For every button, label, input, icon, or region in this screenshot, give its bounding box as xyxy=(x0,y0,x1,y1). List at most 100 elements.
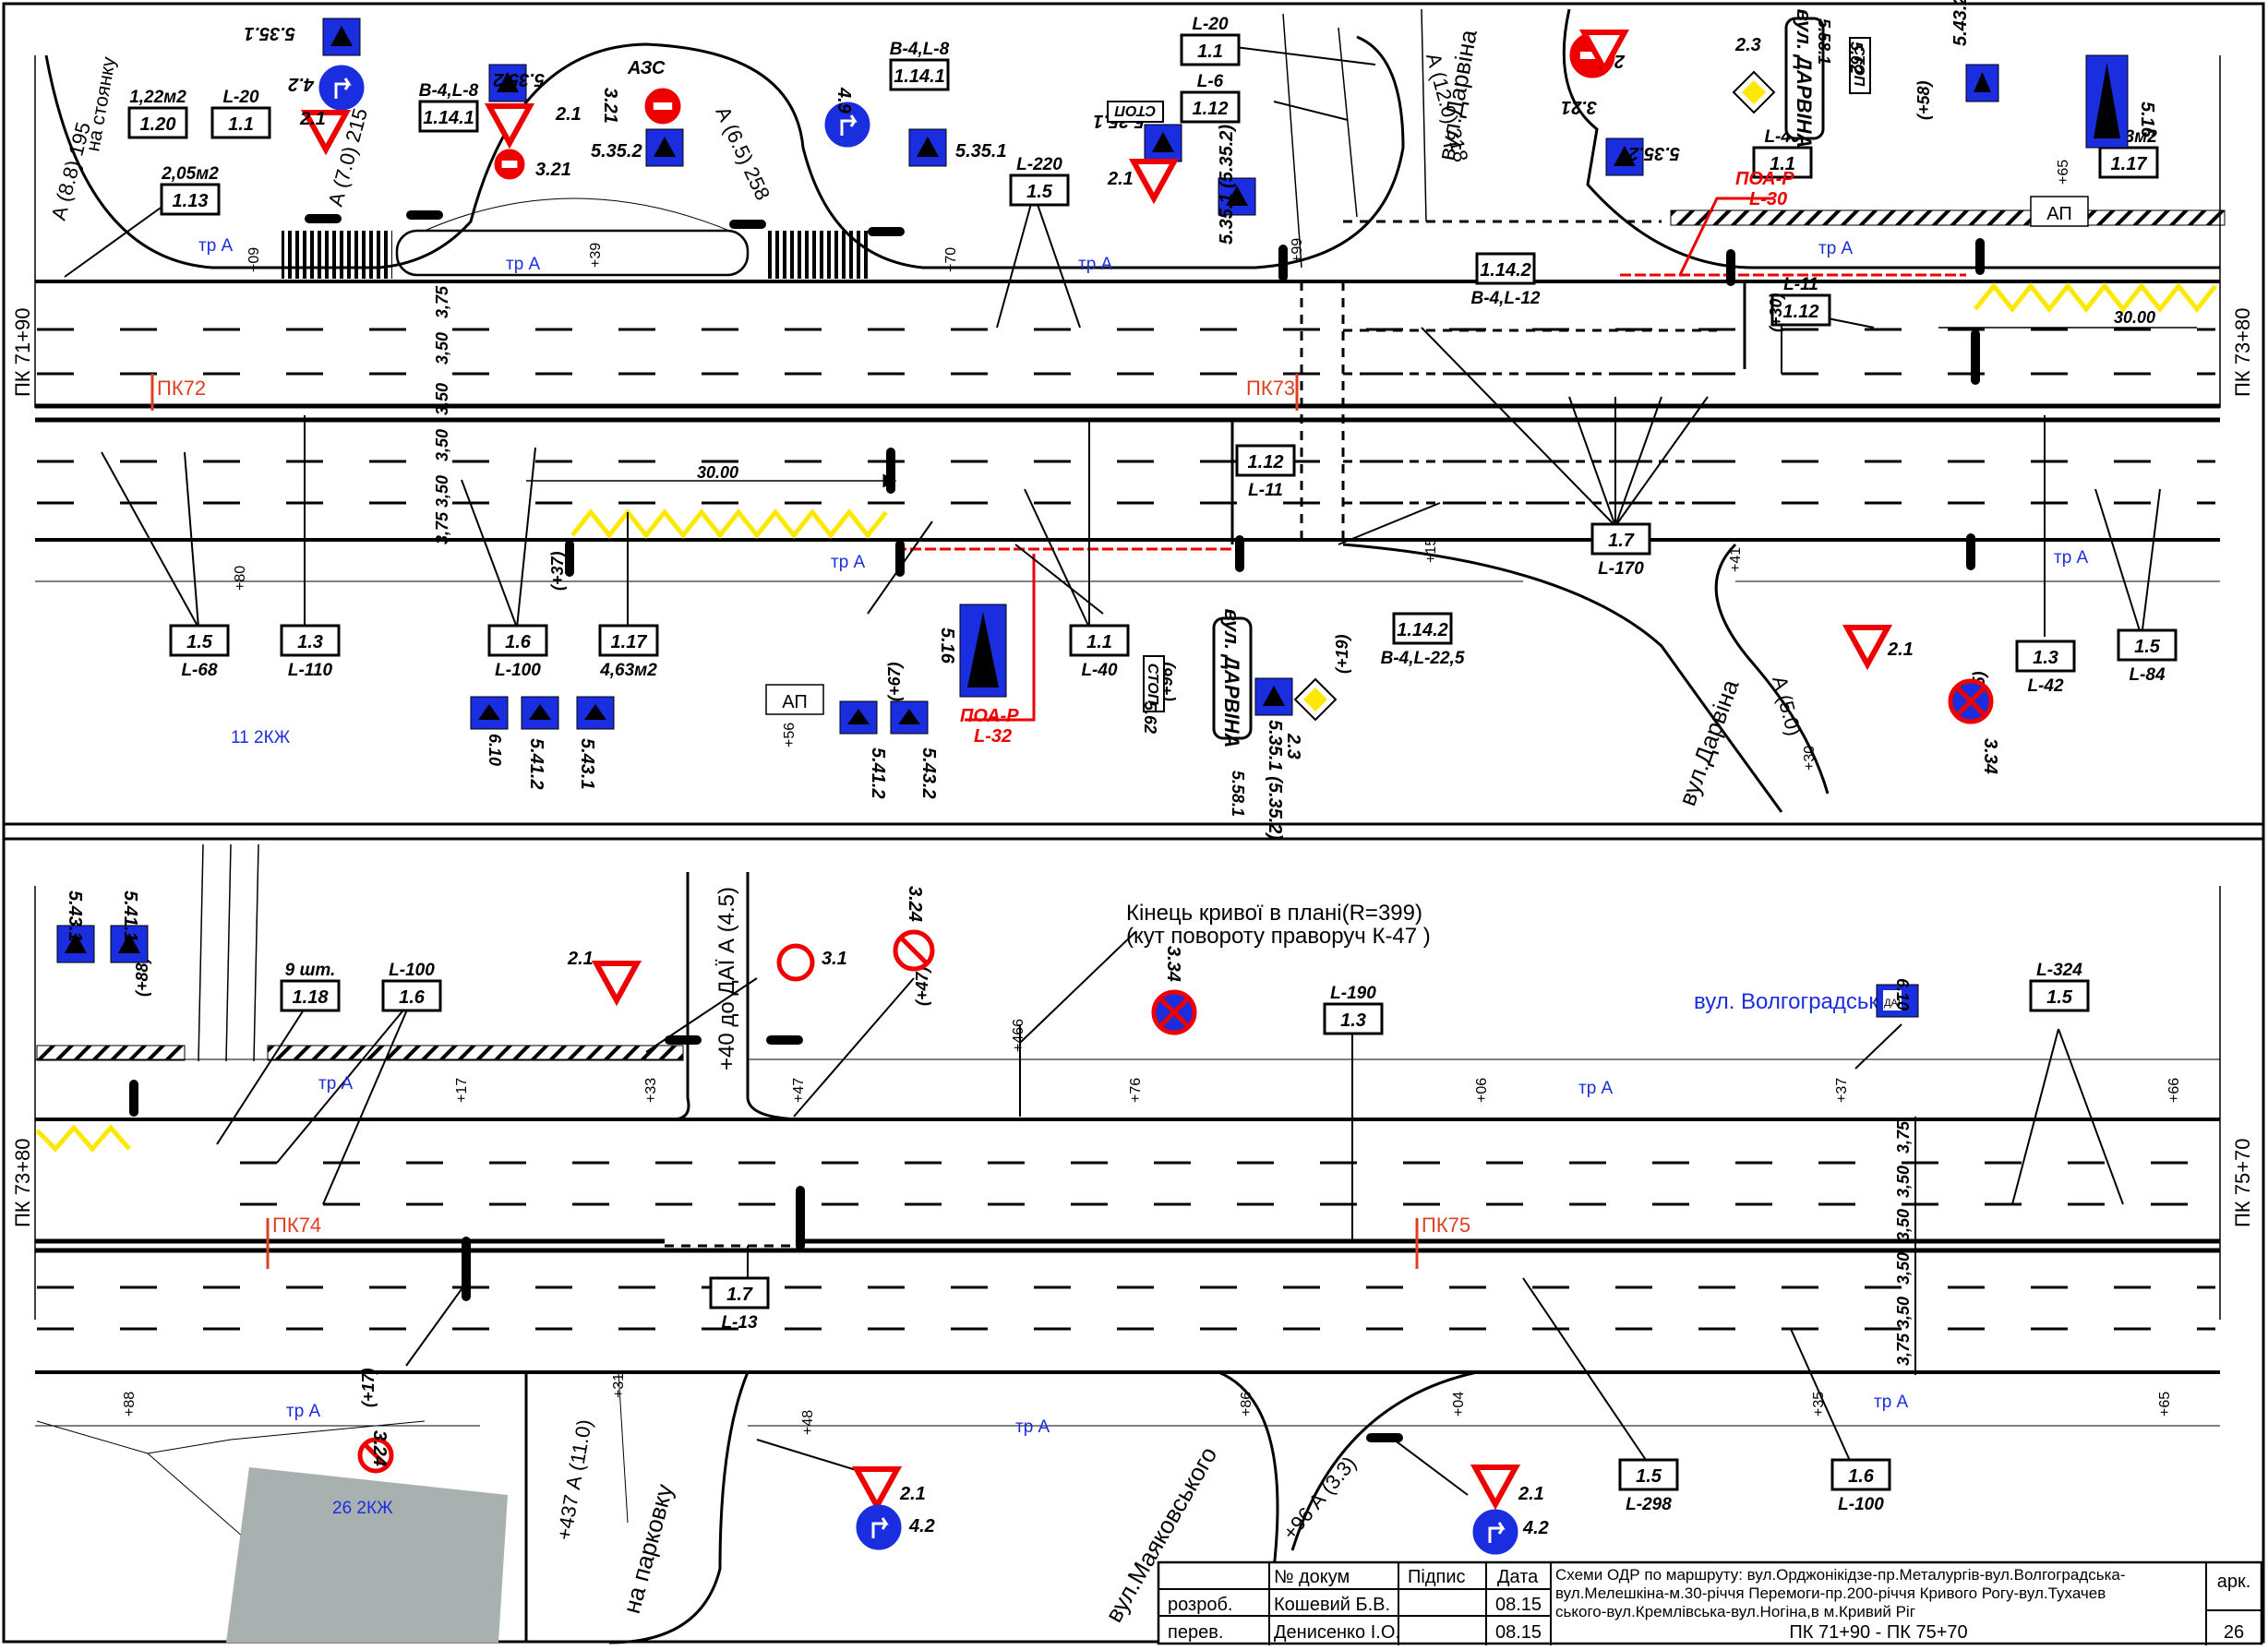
offset-label: +35 xyxy=(1811,1392,1827,1417)
marking-m13b: 1.3L-42 xyxy=(2015,640,2076,696)
sign-code: 2.1 xyxy=(567,949,594,969)
info-sign-icon: 5.35.1 (5.35.2) xyxy=(1217,125,1256,245)
title-range: ПК 71+90 - ПК 75+70 xyxy=(1789,1622,1967,1643)
marking-m16b: 1.6L-100 xyxy=(381,961,442,1012)
marking-code: 1.1 xyxy=(228,114,254,135)
marking-code: 1.12 xyxy=(1783,302,1819,322)
marking-m16c: 1.6L-100 xyxy=(1830,1458,1891,1514)
ap-label: АП xyxy=(2046,204,2072,224)
marking-length: L-84 xyxy=(2129,665,2166,685)
marking-length: L-20 xyxy=(1192,15,1229,34)
poa-code: ПОА-Р xyxy=(1735,169,1794,189)
pk72-label: ПК72 xyxy=(157,377,206,400)
lane-width: 3,75 xyxy=(1894,1120,1913,1154)
marking-length: В-4,L-22,5 xyxy=(1381,649,1465,668)
marking-length: L-190 xyxy=(1330,984,1376,1003)
tram-stop-label: тр А xyxy=(1818,239,1854,258)
lane-width: 3,50 xyxy=(1894,1297,1913,1329)
round-sign-icon: 3.24 xyxy=(357,1430,394,1474)
poa-length: L-30 xyxy=(1749,189,1787,209)
offset-label: +56 xyxy=(782,723,798,747)
ark-label: арк. xyxy=(2217,1572,2251,1592)
ark-value: 26 xyxy=(2224,1622,2244,1643)
marking-code: 1.12 xyxy=(1248,452,1284,472)
sign-code: 3.34 xyxy=(1163,946,1183,982)
stop-plate-top: СТОП xyxy=(1107,101,1164,123)
sign-code: 5.16 xyxy=(937,628,957,664)
dim-30-right: 30.00 xyxy=(2114,308,2155,327)
round-sign-icon: 3.34 xyxy=(1151,946,1197,1035)
title-description-line: Схеми ОДР по маршруту: вул.Орджонікідзе-… xyxy=(1555,1566,2126,1584)
marking-m117a: 1.174,63м2 xyxy=(2098,127,2159,179)
sign-code: 5.43.2 xyxy=(918,747,939,799)
bottom-panel xyxy=(34,843,2221,1644)
top-panel xyxy=(34,8,2226,813)
stop-text: СТОП xyxy=(1851,45,1866,87)
offset-label: +66 xyxy=(2166,1078,2182,1103)
pole-mark: (+67) xyxy=(885,662,904,701)
lane-width: 3,50 xyxy=(1894,1166,1913,1198)
sign-code: 2.1 xyxy=(299,109,326,129)
offset-label: +17 xyxy=(454,1078,470,1103)
pole-mark: (+19) xyxy=(1333,634,1351,674)
tram-stop-label: тр А xyxy=(2054,548,2089,568)
tram-stop-label: тр А xyxy=(831,553,866,572)
info-sign-icon xyxy=(470,696,509,730)
offset-label: +31 xyxy=(611,1373,627,1398)
dai-text: ДАІ xyxy=(1884,998,1901,1009)
kzh-11-label: 11 2КЖ xyxy=(231,728,291,747)
marking-length: L-11 xyxy=(1783,275,1818,294)
offset-label: +04 xyxy=(1451,1392,1467,1417)
sign-code: 2.1 xyxy=(1518,1484,1544,1504)
info-sign-icon: 5.43.2 xyxy=(890,700,939,799)
info-sign-icon: 5.35.1 xyxy=(244,18,361,56)
marking-length: 2,05м2 xyxy=(161,164,219,184)
to-dai-label: +40 до ДАЇ А (4.5) xyxy=(714,887,739,1070)
warning-triangle-icon: 2.1 xyxy=(484,103,582,149)
sign-code: 5.16 xyxy=(2137,102,2157,138)
sign-code: 2.3 xyxy=(1283,733,1303,759)
sign-code: 5.41.2 xyxy=(868,747,888,799)
darvina-plate-bottom: вул. ДАРВІНА xyxy=(1212,609,1253,747)
marking-code: 1.20 xyxy=(140,114,176,135)
marking-code: 1.1 xyxy=(1197,42,1223,62)
marking-m1142b: 1.14.2В-4,L-22,5 xyxy=(1381,612,1465,668)
pk74-label: ПК74 xyxy=(272,1214,321,1237)
station-top-right: ПК 73+80 xyxy=(2231,307,2254,397)
sign-code: 3.21 xyxy=(1561,97,1597,117)
pk75-label: ПК75 xyxy=(1422,1214,1470,1237)
offset-label: +86 xyxy=(1239,1392,1254,1417)
round-sign-icon: 3.24 xyxy=(893,886,935,972)
marking-length: L-324 xyxy=(2036,961,2082,980)
street-volgogradska: вул. Волгоградська xyxy=(1694,989,1891,1014)
sign-code: 3.21 xyxy=(535,160,571,180)
offset-label: +06 xyxy=(1474,1078,1490,1103)
marking-length: L-110 xyxy=(288,661,333,680)
marking-m112b: 1.12 L-11 xyxy=(1770,275,1831,327)
offset-label: +33 xyxy=(643,1078,659,1103)
offset-label: +65 xyxy=(2056,160,2071,185)
marking-m1141a: 1.14.1В-4,L-8 xyxy=(418,81,479,133)
marking-code: 1.3 xyxy=(1340,1010,1366,1031)
sign-code: 5.58.1 xyxy=(1815,18,1833,65)
marking-m15d: 1.5L-324 xyxy=(2029,961,2090,1012)
tram-stop-label: тр А xyxy=(1578,1079,1614,1098)
marking-length: L-100 xyxy=(389,961,435,980)
marking-m15a: 1.5L-220 xyxy=(1009,155,1070,207)
priority-road-icon: 2.3 xyxy=(1283,677,1338,759)
marking-length: В-4,L-12 xyxy=(1471,289,1541,308)
marking-m112a: 1.12L-6 xyxy=(1180,72,1241,124)
marking-code: 1.17 xyxy=(2111,154,2148,174)
sign-code: 4.9 xyxy=(834,87,854,114)
darvina-plate-top: вул. ДАРВІНА xyxy=(1784,9,1825,148)
info-sign-icon: 5.35.2 xyxy=(1605,138,1680,176)
warning-triangle-icon: 2.1 xyxy=(1470,1465,1544,1511)
marking-length: L-68 xyxy=(181,661,218,680)
sign-code: 5.35.1 (5.35.2) xyxy=(1265,720,1285,840)
marking-length: 1,22м2 xyxy=(129,88,186,107)
round-sign-icon: 4.2 xyxy=(856,1504,935,1550)
pole-mark: (+58) xyxy=(1914,80,1933,120)
marking-code: 1.5 xyxy=(186,632,213,652)
warning-triangle-icon: 2.1 xyxy=(1842,625,1914,671)
stop-plate-bottom: СТОП xyxy=(1143,655,1165,712)
